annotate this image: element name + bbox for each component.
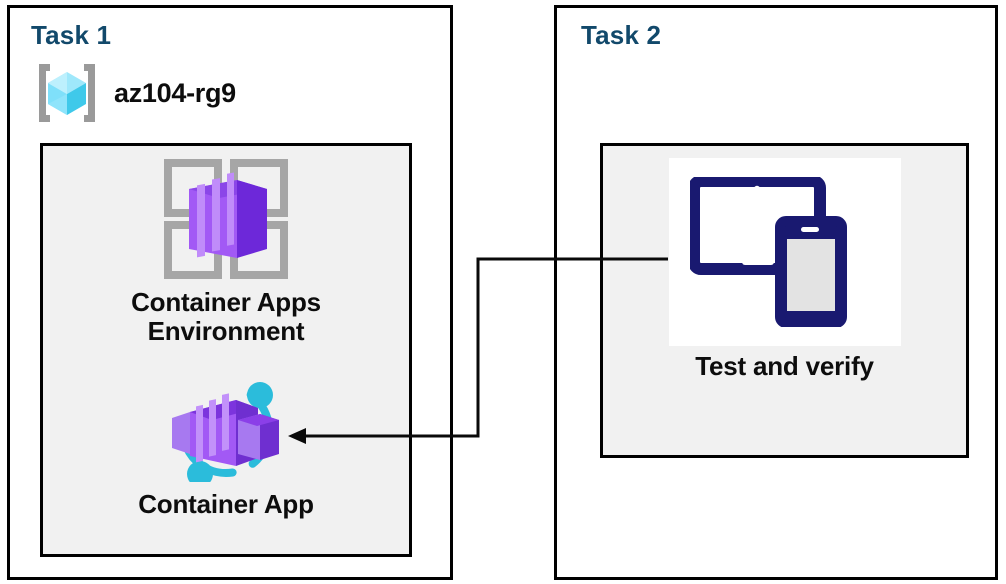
task-1-title: Task 1 xyxy=(31,20,112,50)
task-2-title: Task 2 xyxy=(581,20,662,50)
devices-test-icon xyxy=(689,177,847,327)
resource-group-label: az104-rg9 xyxy=(114,77,236,108)
resource-group-row: az104-rg9 xyxy=(34,62,236,124)
container-app-icon xyxy=(172,382,279,482)
container-apps-environment-icon xyxy=(164,159,288,279)
test-icon-plate xyxy=(668,158,901,346)
container-apps-environment-label: Container Apps Environment xyxy=(131,287,321,347)
node-container-app: Container App xyxy=(40,378,412,519)
test-and-verify-label: Test and verify xyxy=(695,351,874,381)
node-container-apps-environment: Container Apps Environment xyxy=(40,158,412,346)
container-app-label: Container App xyxy=(138,489,314,519)
node-test-and-verify: Test and verify xyxy=(600,158,969,381)
resource-group-icon xyxy=(39,64,95,122)
